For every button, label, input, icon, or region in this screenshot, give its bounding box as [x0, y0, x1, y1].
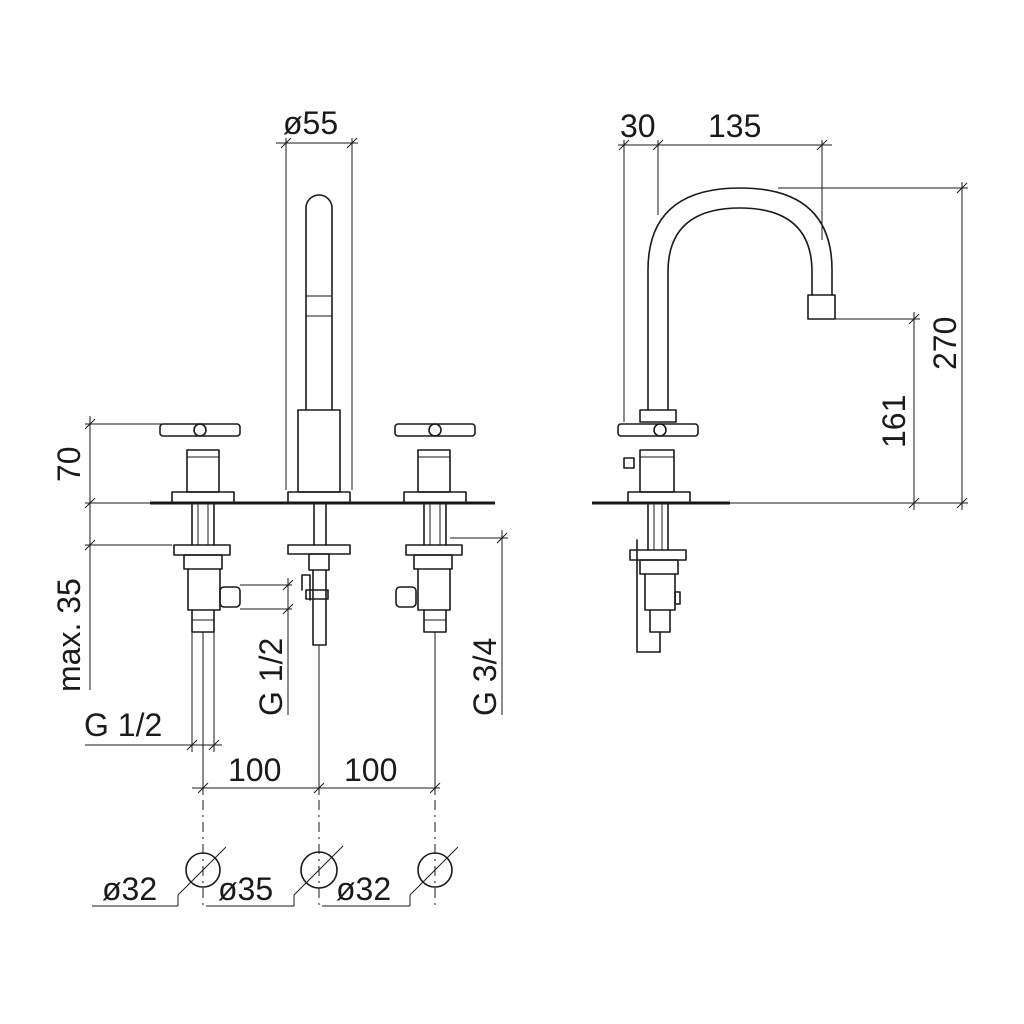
- front-view: [84, 137, 508, 907]
- label-hole-middle: ø35: [218, 871, 273, 907]
- spout-front: [287, 194, 351, 646]
- dimension-lines-side: [618, 139, 968, 510]
- handle-right-front: [394, 423, 476, 633]
- label-handle-height: 70: [51, 446, 87, 482]
- label-spout-diameter: ø55: [283, 105, 338, 141]
- mounting-holes: [92, 845, 459, 907]
- label-max-deck-thickness: max. 35: [51, 578, 87, 692]
- label-spout-reach: 135: [708, 108, 761, 144]
- hole-right: [417, 852, 453, 888]
- side-view: [592, 139, 968, 653]
- label-spout-outlet-height: 161: [876, 395, 912, 448]
- dimension-labels: ø55 70 max. 35 G 1/2 G 1/2 G 3/4 100 100…: [51, 105, 963, 907]
- label-spacing-left: 100: [228, 752, 281, 788]
- label-hole-right: ø32: [336, 871, 391, 907]
- label-hole-left: ø32: [102, 871, 157, 907]
- label-total-height: 270: [927, 317, 963, 370]
- handle-left-front: [159, 423, 241, 633]
- spout-side: [639, 187, 836, 423]
- hole-middle: [300, 851, 338, 889]
- dimension-lines-front: [84, 137, 508, 905]
- hole-left: [185, 852, 221, 888]
- label-spacing-right: 100: [344, 752, 397, 788]
- label-outlet-thread: G 3/4: [467, 638, 503, 716]
- label-side-offset: 30: [620, 108, 656, 144]
- label-inlet-thread-left: G 1/2: [84, 707, 162, 743]
- handle-side: [617, 423, 699, 653]
- label-connection-middle: G 1/2: [253, 638, 289, 716]
